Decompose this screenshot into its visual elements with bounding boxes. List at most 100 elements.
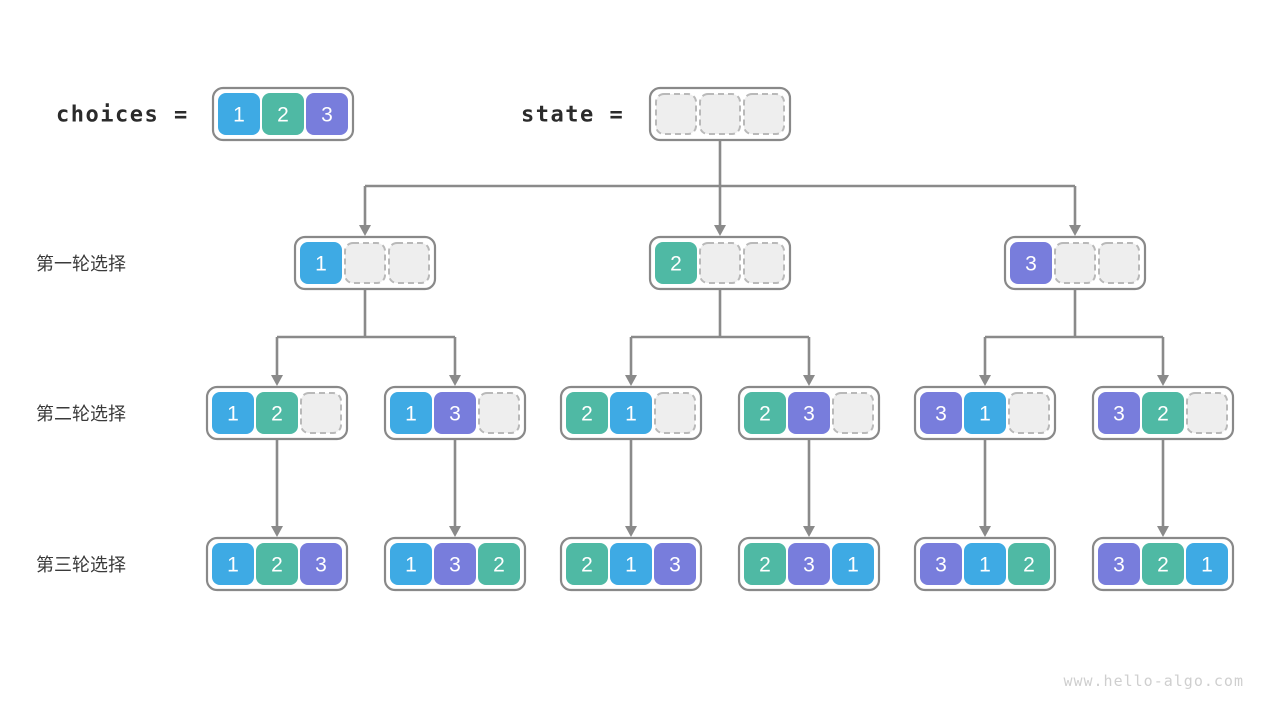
cell-filled <box>434 392 476 434</box>
cell-filled <box>744 392 786 434</box>
cell-filled <box>610 392 652 434</box>
cell-value: 1 <box>979 554 991 577</box>
cell-empty <box>300 392 342 434</box>
cell-empty <box>743 242 785 284</box>
row-label-first-round: 第一轮选择 <box>36 254 126 274</box>
cell-filled <box>218 93 260 135</box>
cell-filled <box>788 543 830 585</box>
cell-filled <box>1142 543 1184 585</box>
cell-filled <box>655 242 697 284</box>
arrow-to-level2-1 <box>271 375 283 386</box>
cell-value: 2 <box>759 403 771 426</box>
row-label-third-round: 第三轮选择 <box>36 555 126 575</box>
cell-filled <box>434 543 476 585</box>
node-third-round-n213[interactable]: 2 1 3 <box>559 536 703 592</box>
cell-value: 3 <box>449 403 461 426</box>
cell-filled <box>390 543 432 585</box>
arrow-to-level1-3 <box>1069 225 1081 236</box>
arrow-to-level2-4 <box>803 375 815 386</box>
cell-filled <box>832 543 874 585</box>
cell-filled <box>654 543 696 585</box>
cell-value: 3 <box>935 554 947 577</box>
cell-filled <box>920 543 962 585</box>
watermark: www.hello-algo.com <box>1063 672 1244 690</box>
cell-filled <box>744 543 786 585</box>
cell-empty <box>1008 392 1050 434</box>
cell-filled <box>964 543 1006 585</box>
cell-value: 1 <box>405 403 417 426</box>
arrow-to-level3-2 <box>449 526 461 537</box>
cell-value: 1 <box>405 554 417 577</box>
arrow-to-level3-4 <box>803 526 815 537</box>
cell-value: 3 <box>935 403 947 426</box>
cell-value: 1 <box>233 104 245 127</box>
arrow-to-level3-5 <box>979 526 991 537</box>
cell-empty <box>743 93 785 135</box>
cell-filled <box>566 543 608 585</box>
cell-filled <box>256 543 298 585</box>
cell-filled <box>300 242 342 284</box>
arrow-to-level2-6 <box>1157 375 1169 386</box>
node-first-round-n2[interactable]: 2 <box>648 235 792 291</box>
node-first-round-n3[interactable]: 3 <box>1003 235 1147 291</box>
arrow-to-level3-1 <box>271 526 283 537</box>
cell-empty <box>832 392 874 434</box>
cell-filled <box>212 392 254 434</box>
node-first-round-n1[interactable]: 1 <box>293 235 437 291</box>
cell-value: 1 <box>979 403 991 426</box>
cell-value: 2 <box>581 554 593 577</box>
row-label-second-round: 第二轮选择 <box>36 404 126 424</box>
cell-filled <box>390 392 432 434</box>
cell-value: 3 <box>449 554 461 577</box>
cell-value: 2 <box>1023 554 1035 577</box>
cell-value: 3 <box>1113 554 1125 577</box>
arrow-to-level2-3 <box>625 375 637 386</box>
cell-value: 3 <box>803 403 815 426</box>
cell-filled <box>306 93 348 135</box>
node-third-round-n312[interactable]: 3 1 2 <box>913 536 1057 592</box>
cell-value: 1 <box>847 554 859 577</box>
cell-filled <box>300 543 342 585</box>
cell-value: 3 <box>321 104 333 127</box>
cell-value: 1 <box>625 554 637 577</box>
cell-empty <box>655 93 697 135</box>
cell-filled <box>566 392 608 434</box>
cell-value: 3 <box>1113 403 1125 426</box>
cell-value: 1 <box>315 253 327 276</box>
cell-value: 2 <box>271 403 283 426</box>
cell-empty <box>1054 242 1096 284</box>
cell-value: 3 <box>669 554 681 577</box>
cell-empty <box>1186 392 1228 434</box>
cell-value: 1 <box>1201 554 1213 577</box>
arrow-to-level2-2 <box>449 375 461 386</box>
cell-value: 2 <box>759 554 771 577</box>
cell-value: 2 <box>1157 403 1169 426</box>
cell-value: 3 <box>315 554 327 577</box>
arrow-to-level1-2 <box>714 225 726 236</box>
cell-filled <box>212 543 254 585</box>
cell-filled <box>1010 242 1052 284</box>
cell-empty <box>699 242 741 284</box>
cell-value: 1 <box>625 403 637 426</box>
cell-empty <box>344 242 386 284</box>
cell-filled <box>1098 392 1140 434</box>
cell-filled <box>610 543 652 585</box>
cell-filled <box>1186 543 1228 585</box>
arrow-to-level3-3 <box>625 526 637 537</box>
cell-filled <box>788 392 830 434</box>
arrow-to-level3-6 <box>1157 526 1169 537</box>
state-array[interactable] <box>648 86 792 142</box>
